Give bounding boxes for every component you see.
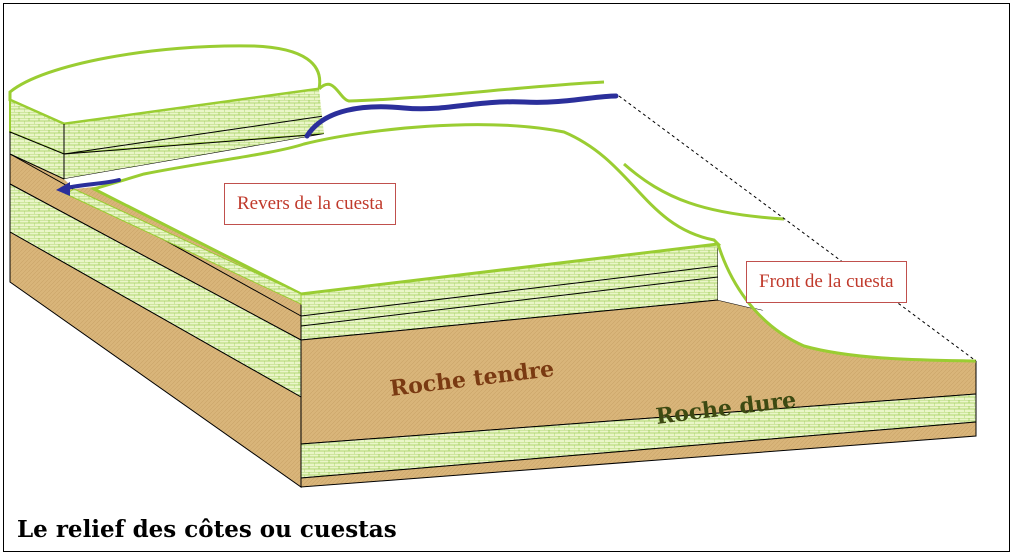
cuesta-scarp-surface bbox=[718, 244, 976, 361]
lowland-edge bbox=[623, 162, 785, 221]
diagram-caption: Le relief des côtes ou cuestas bbox=[17, 516, 397, 543]
front-soft-bottom bbox=[300, 421, 977, 488]
back-dashed-edge bbox=[618, 95, 977, 362]
revers-surface bbox=[89, 123, 722, 296]
diagram-frame: Revers de la cuesta Front de la cuesta R… bbox=[3, 3, 1010, 552]
scarp-edge bbox=[716, 243, 977, 363]
butte-top bbox=[8, 44, 322, 126]
river-arrowhead-icon bbox=[56, 182, 70, 196]
butte-strata-line bbox=[63, 115, 325, 155]
front-label: Front de la cuesta bbox=[746, 261, 907, 303]
river bbox=[304, 93, 619, 139]
front-strata-line-a bbox=[300, 265, 719, 317]
revers-label: Revers de la cuesta bbox=[224, 183, 397, 225]
back-plain-edge bbox=[317, 80, 605, 103]
front-strata-line-b bbox=[300, 276, 719, 327]
river-outflow bbox=[64, 178, 121, 190]
